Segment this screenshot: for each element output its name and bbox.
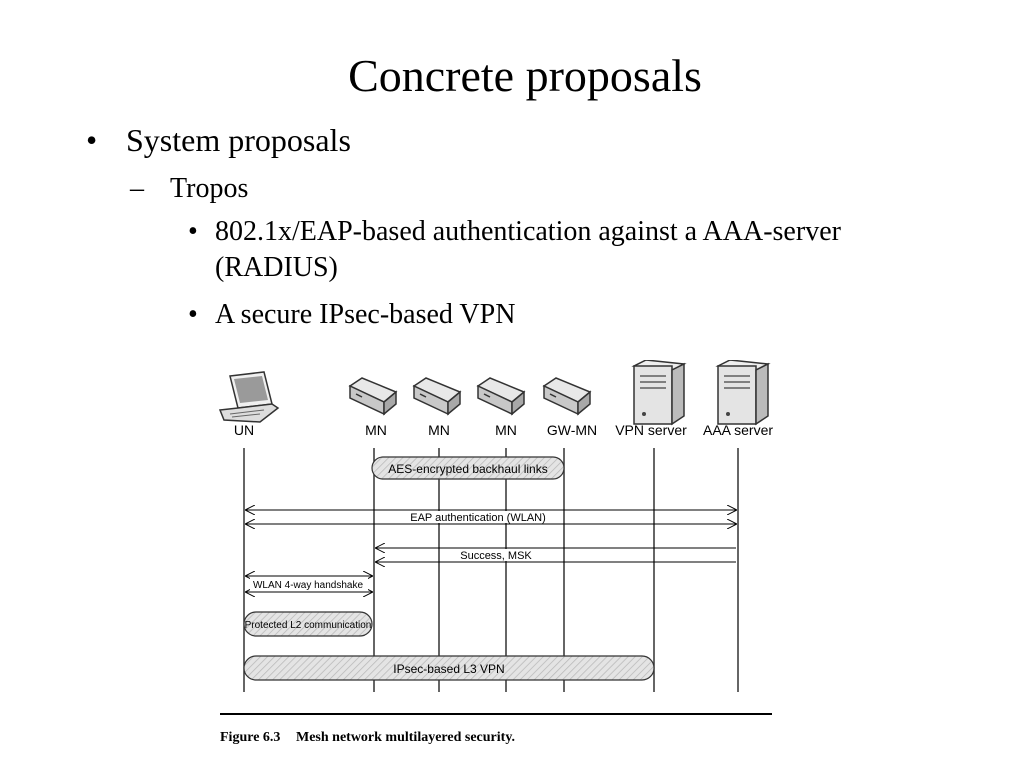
node-label-mn-2: MN [428, 422, 450, 438]
sequence-diagram: UN MN MN MN GW-MN VPN server AAA server … [210, 360, 790, 760]
success-msk-label: Success, MSK [460, 550, 532, 562]
laptop-icon [218, 371, 280, 423]
router-icon [476, 377, 526, 416]
node-label-vpn-server: VPN server [615, 422, 687, 438]
ipsec-vpn-label: IPsec-based L3 VPN [393, 662, 504, 676]
server-icon [631, 360, 687, 426]
bullet-level3-1: • 802.1x/EAP-based authentication agains… [188, 214, 841, 286]
node-label-un: UN [234, 422, 254, 438]
eap-label: EAP authentication (WLAN) [410, 512, 546, 524]
wlan-handshake-arrow [246, 576, 372, 592]
figure-number: Figure 6.3 [220, 730, 281, 745]
server-icon [715, 360, 771, 426]
figure-caption: Figure 6.3 Mesh network multilayered secu… [220, 730, 515, 746]
bullet-level2: –Tropos [130, 172, 248, 206]
figure-caption-text: Mesh network multilayered security. [296, 730, 516, 745]
wlan-handshake-label: WLAN 4-way handshake [253, 580, 363, 591]
lifelines [243, 448, 739, 692]
bullet-marker: • [188, 299, 198, 330]
bullet-marker: • [86, 122, 98, 158]
bullet-text-line2: (RADIUS) [215, 252, 338, 283]
bullet-marker: • [188, 216, 198, 247]
protected-l2-label: Protected L2 communication [245, 620, 372, 631]
success-msk-arrow [376, 548, 736, 562]
aes-backhaul-pill [371, 456, 565, 480]
bullet-marker: – [130, 173, 144, 204]
node-label-mn-3: MN [495, 422, 517, 438]
slide-title: Concrete proposals [348, 50, 702, 101]
node-label-mn-1: MN [365, 422, 387, 438]
bullet-text: System proposals [126, 122, 351, 158]
router-icon [412, 377, 462, 416]
router-icon [348, 377, 398, 416]
eap-arrow [246, 510, 736, 524]
node-label-gw-mn: GW-MN [547, 422, 597, 438]
bullet-level1: • System proposals [86, 120, 351, 160]
node-label-aaa-server: AAA server [703, 422, 773, 438]
bullet-text-line1: 802.1x/EAP-based authentication against … [215, 216, 841, 247]
ipsec-vpn-pill [243, 655, 655, 681]
bullet-text: Tropos [170, 173, 249, 204]
aes-backhaul-label: AES-encrypted backhaul links [388, 462, 547, 476]
bullet-text-line1: A secure IPsec-based VPN [215, 299, 516, 330]
router-icon [542, 377, 592, 416]
protected-l2-pill [243, 611, 373, 637]
diagram-canvas: UN MN MN MN GW-MN VPN server AAA server … [218, 360, 773, 715]
bullet-level3-2: • A secure IPsec-based VPN [188, 297, 515, 333]
